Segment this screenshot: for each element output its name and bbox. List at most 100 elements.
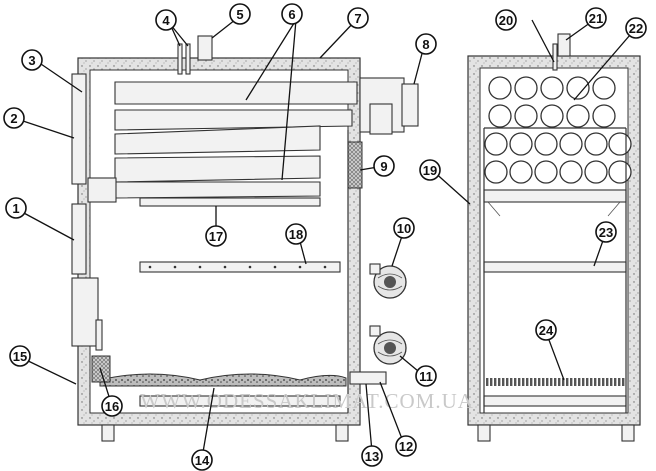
fire-tube [592, 76, 616, 100]
grate-tooth [542, 378, 545, 386]
callout-number: 12 [399, 439, 413, 454]
grate-tooth [602, 378, 605, 386]
grate-tooth [614, 378, 617, 386]
upper-shelf [483, 189, 627, 203]
callout-19: 19 [419, 159, 441, 181]
callout-number: 16 [105, 399, 119, 414]
watermark-text: WWW.ODESSAKLIMAT.COM.UA [140, 389, 474, 413]
fan-upper [369, 263, 407, 299]
grate-tooth [494, 378, 497, 386]
callout-number: 9 [380, 159, 387, 174]
callout-20: 20 [495, 9, 517, 31]
grate-tooth [610, 378, 613, 386]
fire-tube [484, 160, 508, 184]
callout-3: 3 [21, 49, 43, 71]
heat-exchanger [87, 81, 358, 203]
callout-8: 8 [415, 33, 437, 55]
grate-tooth [518, 378, 521, 386]
grate-tooth [574, 378, 577, 386]
fire-tube [514, 104, 538, 128]
grate-tooth [534, 378, 537, 386]
callout-21: 21 [585, 7, 607, 29]
callout-number: 3 [28, 53, 35, 68]
fuel-grate [99, 373, 347, 387]
grate-tooth [590, 378, 593, 386]
mesh-element [347, 141, 363, 189]
fire-tube [484, 132, 508, 156]
grate-tooth [522, 378, 525, 386]
callout-5: 5 [229, 3, 251, 25]
leg-front [101, 424, 115, 442]
callout-9: 9 [373, 155, 395, 177]
shelf-supports [487, 201, 621, 217]
outlet-pipe [197, 35, 213, 61]
grate-tooth [554, 378, 557, 386]
callout-number: 18 [289, 227, 303, 242]
grate-tooth [546, 378, 549, 386]
flue-outlet [401, 83, 419, 127]
callout-15: 15 [9, 345, 31, 367]
grate-tooth [490, 378, 493, 386]
front-section-view [467, 33, 641, 442]
callout-number: 19 [423, 163, 437, 178]
grate-tooth [502, 378, 505, 386]
front-leg-left [477, 424, 491, 442]
callout-1: 1 [5, 197, 27, 219]
loading-door-upper [71, 73, 87, 185]
grate-tooth [570, 378, 573, 386]
middle-bar-holes [148, 265, 327, 269]
fire-tube [584, 160, 608, 184]
fire-tube [534, 160, 558, 184]
callout-number: 13 [365, 449, 379, 464]
callout-number: 15 [13, 349, 27, 364]
callout-number: 4 [162, 13, 170, 28]
callout-11: 11 [415, 365, 437, 387]
grate-tooth [606, 378, 609, 386]
front-leg-right [621, 424, 635, 442]
callout-10: 10 [393, 217, 415, 239]
grate-tooth [550, 378, 553, 386]
leg-rear [335, 424, 349, 442]
grate-tooth [618, 378, 621, 386]
fire-tube [559, 160, 583, 184]
door-handle [95, 319, 103, 351]
grate-tooth [506, 378, 509, 386]
callout-6: 6 [281, 3, 303, 25]
flue-damper [369, 103, 393, 135]
front-grate [486, 378, 625, 386]
callout-4: 4 [155, 9, 177, 31]
front-middle-bar [483, 261, 627, 273]
grate-tooth [558, 378, 561, 386]
fire-tube [509, 132, 533, 156]
loading-door-lower [71, 203, 87, 275]
callout-12: 12 [395, 435, 417, 457]
callout-2: 2 [3, 107, 25, 129]
callout-18: 18 [285, 223, 307, 245]
callout-22: 22 [625, 17, 647, 39]
front-bottom-bar [483, 395, 627, 407]
callout-number: 22 [629, 21, 643, 36]
callout-number: 5 [236, 7, 243, 22]
grate-tooth [586, 378, 589, 386]
callout-number: 2 [10, 111, 17, 126]
grate-tooth [578, 378, 581, 386]
fire-tube [566, 104, 590, 128]
callout-7: 7 [347, 7, 369, 29]
grate-tooth [510, 378, 513, 386]
callout-number: 11 [419, 369, 433, 384]
callout-number: 21 [589, 11, 603, 26]
fire-tube [488, 104, 512, 128]
callout-13: 13 [361, 445, 383, 467]
callout-17: 17 [205, 225, 227, 247]
middle-air-bar [139, 261, 341, 273]
callout-number: 6 [288, 7, 295, 22]
callout-number: 20 [499, 13, 513, 28]
grate-tooth [598, 378, 601, 386]
grate-tooth [562, 378, 565, 386]
callout-14: 14 [191, 449, 213, 471]
fire-tube [540, 76, 564, 100]
grate-tooth [526, 378, 529, 386]
grate-tooth [622, 378, 625, 386]
callout-16: 16 [101, 395, 123, 417]
